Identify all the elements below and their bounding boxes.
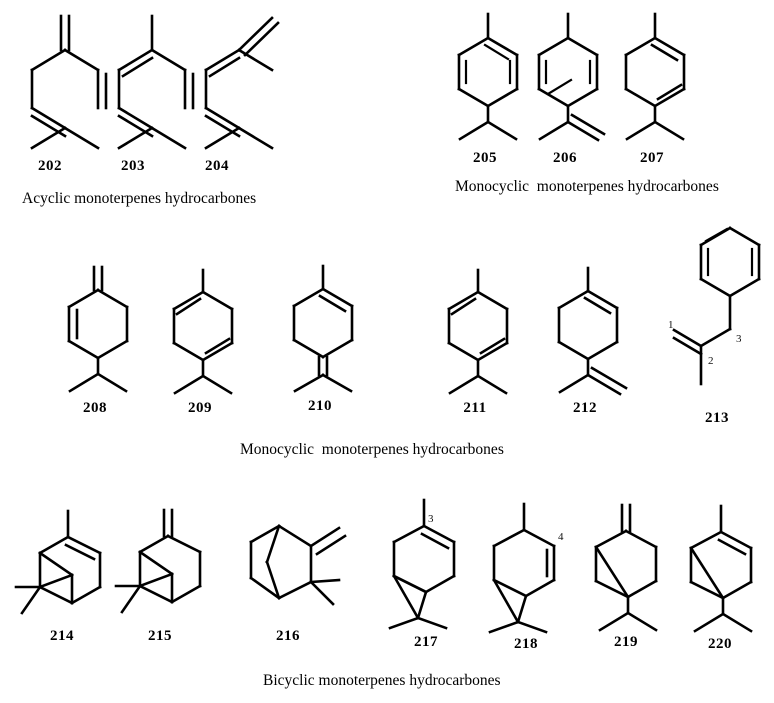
atom-number-1: 1 <box>668 319 674 331</box>
structure-label-209: 209 <box>188 400 212 416</box>
structure-218-car-4-ene: 4 <box>478 498 574 634</box>
structure-213-beta-methylstyrene: 1 2 3 <box>668 226 768 406</box>
structure-label-207: 207 <box>640 150 664 166</box>
atom-number-4: 4 <box>558 531 564 543</box>
structure-label-219: 219 <box>614 634 638 650</box>
structure-205-p-cymene <box>448 10 528 141</box>
structure-label-212: 212 <box>573 400 597 416</box>
structure-216-camphene <box>235 510 347 620</box>
atom-number-2: 2 <box>708 355 714 367</box>
structure-label-210: 210 <box>308 398 332 414</box>
structure-label-215: 215 <box>148 628 172 644</box>
structure-label-218: 218 <box>514 636 538 652</box>
structure-203-beta-ocimene <box>105 8 215 150</box>
structure-209-alpha-phellandrene <box>163 268 243 395</box>
structure-204-alpha-ocimene <box>192 8 304 150</box>
structure-206-isopropenyl-toluene <box>528 10 612 142</box>
structure-207-alpha-terpinene <box>615 10 695 141</box>
caption-monocyclic-mid: Monocyclic monoterpenes hydrocarbones <box>240 441 504 458</box>
structure-217-car-3-ene: 3 <box>378 492 474 630</box>
structure-214-alpha-pinene <box>14 505 116 617</box>
structure-label-213: 213 <box>705 410 729 426</box>
structure-212-limonene <box>548 265 634 396</box>
structure-label-206: 206 <box>553 150 577 166</box>
structure-label-205: 205 <box>473 150 497 166</box>
structure-label-211: 211 <box>463 400 487 416</box>
structure-219-sabinene <box>580 497 676 632</box>
structure-215-beta-pinene <box>114 502 216 617</box>
structure-label-202: 202 <box>38 158 62 174</box>
structure-208-beta-phellandrene <box>58 262 138 393</box>
structure-label-216: 216 <box>276 628 300 644</box>
structure-label-214: 214 <box>50 628 74 644</box>
structure-label-217: 217 <box>414 634 438 650</box>
structure-label-208: 208 <box>83 400 107 416</box>
caption-bicyclic: Bicyclic monoterpenes hydrocarbones <box>263 672 501 689</box>
structure-202-myrcene <box>18 8 128 150</box>
structure-label-203: 203 <box>121 158 145 174</box>
structure-210-terpinolene <box>283 263 367 393</box>
atom-number-3: 3 <box>736 333 742 345</box>
structure-220-alpha-thujene <box>675 500 771 633</box>
caption-acyclic: Acyclic monoterpenes hydrocarbones <box>22 190 257 207</box>
atom-number-3: 3 <box>428 513 434 525</box>
structure-211-gamma-terpinene <box>438 268 518 395</box>
structure-label-204: 204 <box>205 158 229 174</box>
caption-monocyclic-top: Monocyclic monoterpenes hydrocarbones <box>455 178 719 195</box>
structure-label-220: 220 <box>708 636 732 652</box>
